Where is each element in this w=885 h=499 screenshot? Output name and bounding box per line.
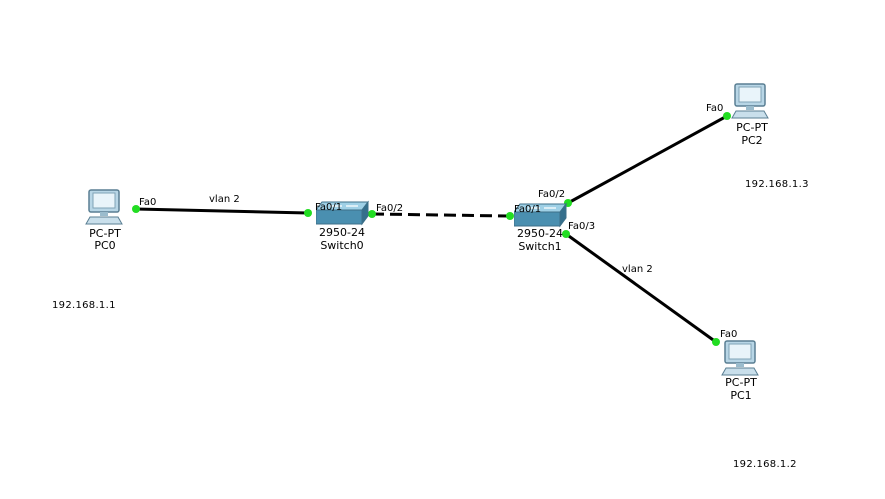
device-pc0[interactable] [84,188,124,230]
pc0-model: PC-PT [89,227,121,240]
port-dot-switch0-fa0-2 [368,210,376,218]
switch0-port-fa0-1-label: Fa0/1 [315,202,343,213]
link-switch1-pc1[interactable] [565,232,717,344]
pc1-ip: 192.168.1.2 [733,459,797,470]
port-dot-pc2-fa0 [723,112,731,120]
pc-icon [731,83,769,119]
switch-icon [513,202,567,228]
pc-icon [85,189,123,225]
pc0-port-label: Fa0 [139,197,157,208]
device-pc2[interactable] [730,82,770,124]
switch1-port-fa0-2-label: Fa0/2 [538,189,566,200]
switch1-name: Switch1 [518,240,562,253]
pc2-name: PC2 [741,134,763,147]
pc1-name: PC1 [730,389,752,402]
port-dot-pc1-fa0 [712,338,720,346]
port-dot-pc0-fa0 [132,205,140,213]
switch0-model: 2950-24 [319,226,365,239]
switch1-port-fa0-1-label: Fa0/1 [514,204,542,215]
pc2-port-label: Fa0 [706,103,724,114]
pc2-ip: 192.168.1.3 [745,179,809,190]
port-dot-switch1-fa0-1 [506,212,514,220]
switch1-model: 2950-24 [517,227,563,240]
switch1-port-fa0-3-label: Fa0/3 [568,221,596,232]
device-pc1[interactable] [720,339,760,381]
pc-icon [721,340,759,376]
switch0-port-fa0-2-label: Fa0/2 [376,203,404,214]
link-switch1-pc2[interactable] [567,114,728,205]
link-label-switch1-pc1: vlan 2 [622,264,653,275]
port-dot-switch0-fa0-1 [304,209,312,217]
link-pc0-switch0[interactable] [135,207,309,215]
port-dot-switch1-fa0-3 [562,230,570,238]
switch0-name: Switch0 [320,239,364,252]
device-switch1[interactable] [513,200,570,234]
pc2-model: PC-PT [736,121,768,134]
link-switch0-switch1[interactable] [371,212,511,218]
link-label-pc0-switch0: vlan 2 [209,194,240,205]
pc0-ip: 192.168.1.1 [52,300,116,311]
pc1-port-label: Fa0 [720,329,738,340]
switch-icon [315,200,369,226]
pc1-model: PC-PT [725,376,757,389]
pc0-name: PC0 [94,239,116,252]
device-switch0[interactable] [315,198,372,232]
